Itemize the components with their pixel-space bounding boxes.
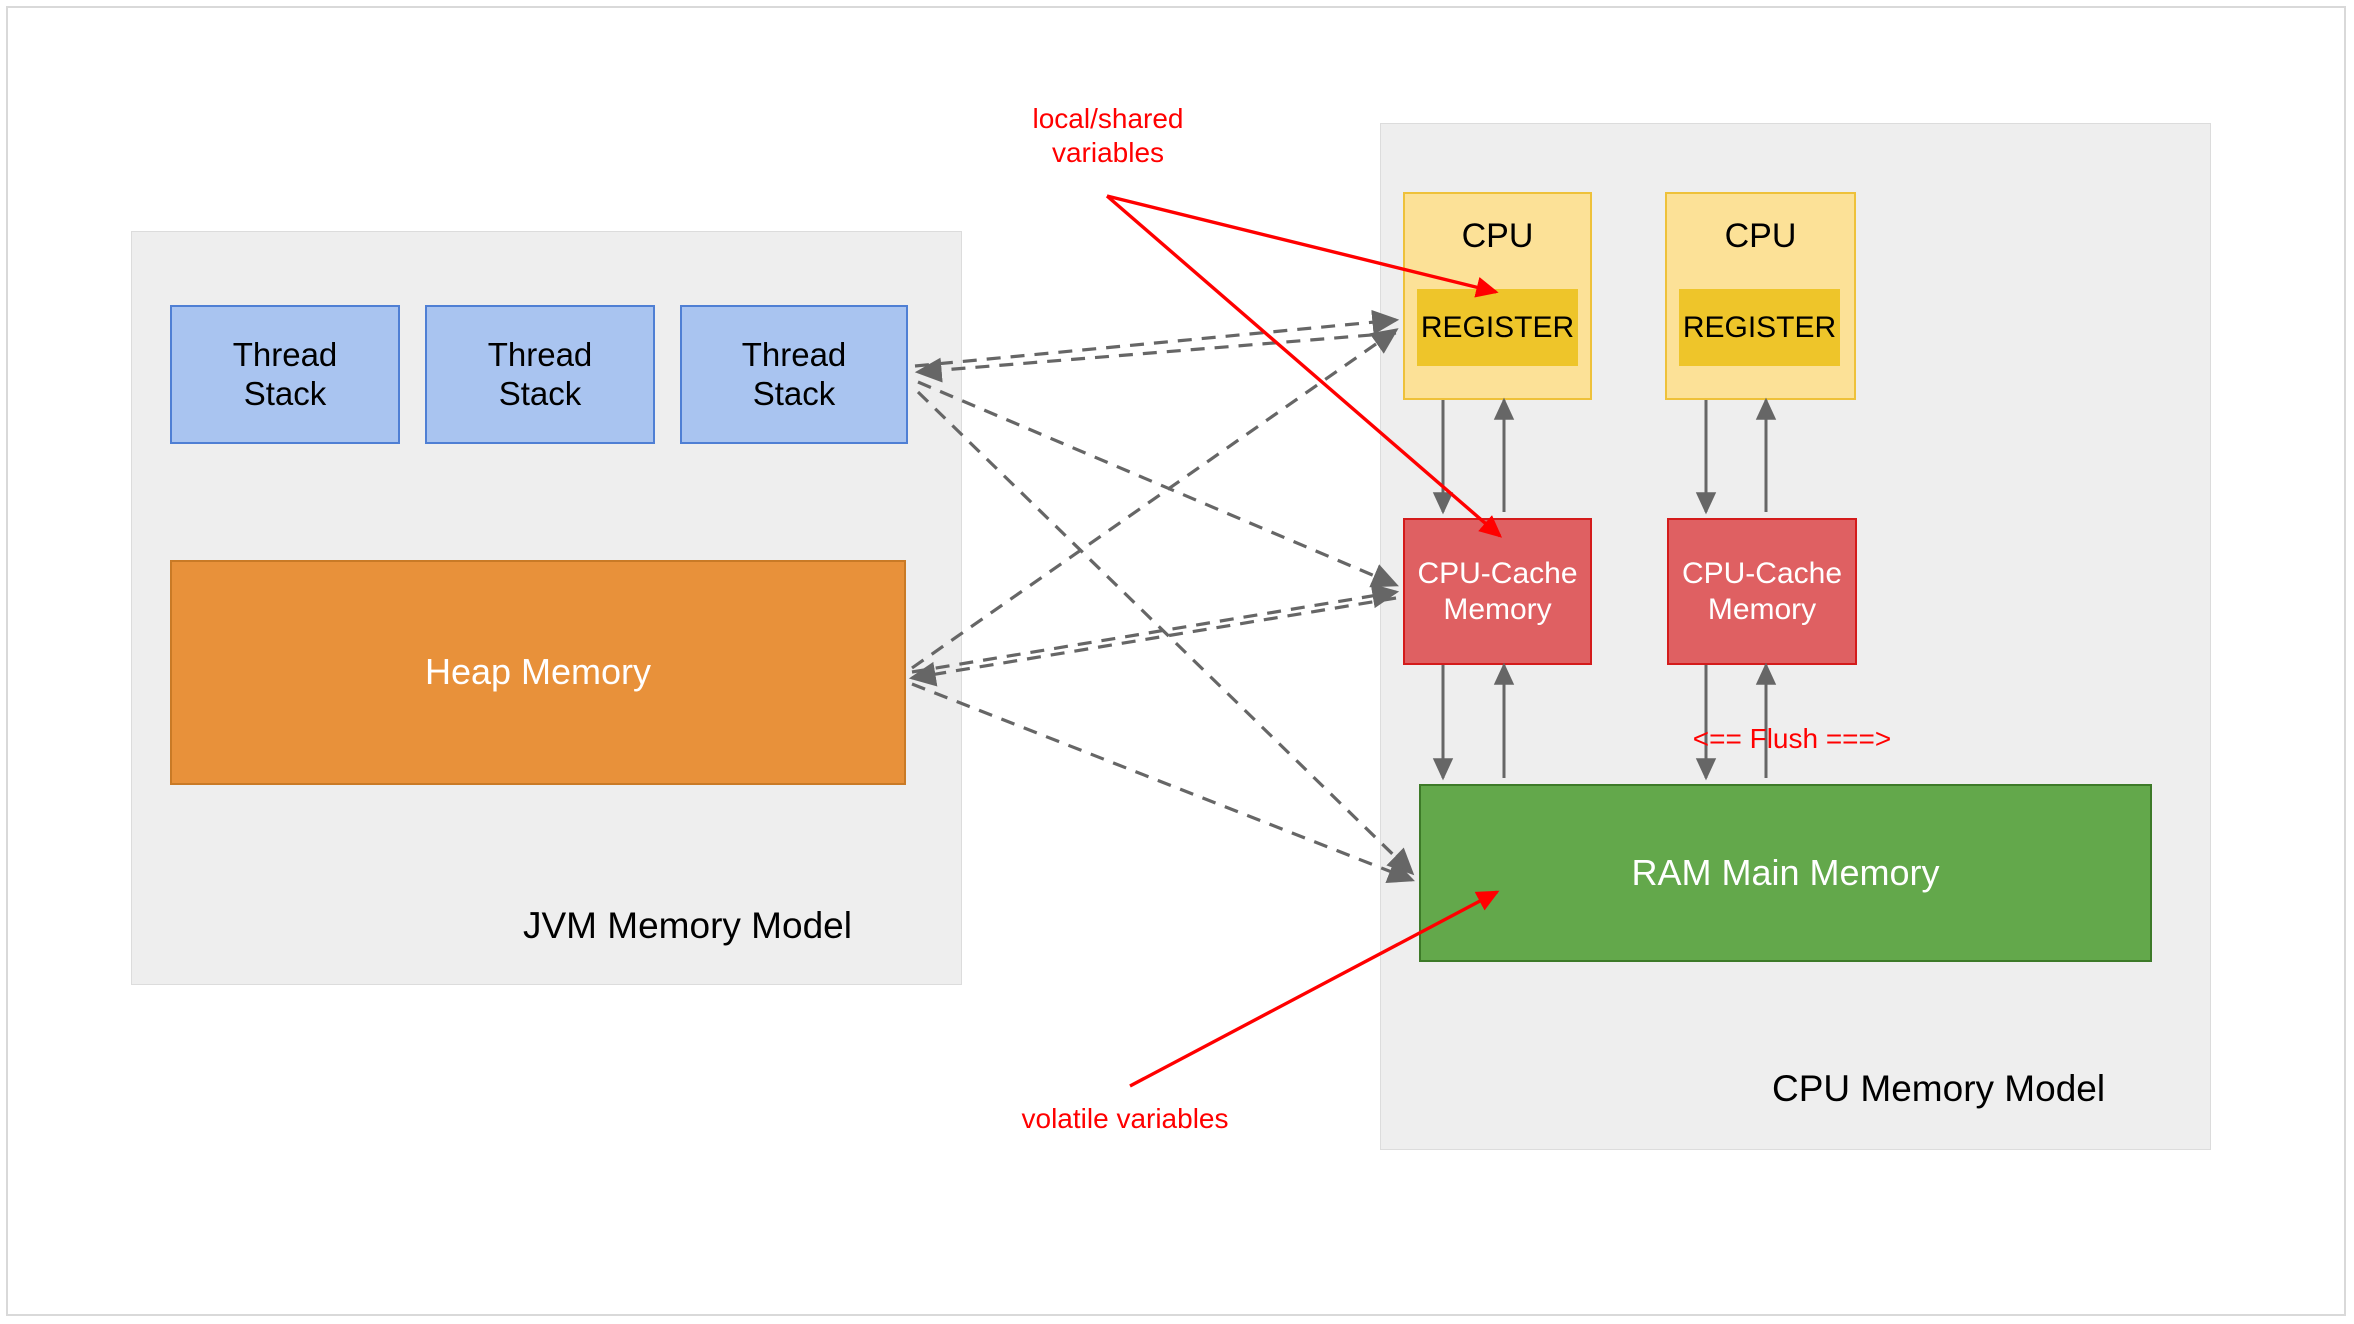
local-shared-variables-annotation: local/shared variables <box>1032 103 1184 168</box>
heap-memory-label: Heap Memory <box>424 651 652 693</box>
thread-stack-box-3[interactable]: Thread Stack <box>680 305 908 444</box>
cpu-cache-memory-box-2[interactable]: CPU-Cache Memory <box>1667 518 1857 665</box>
cpu-cache-label: CPU-Cache Memory <box>1417 557 1578 626</box>
flush-annotation: <== Flush ===> <box>1692 723 1892 754</box>
thread-stack-label: Thread Stack <box>232 335 338 412</box>
cpu-label: CPU <box>1724 217 1797 255</box>
thread-stack-box-2[interactable]: Thread Stack <box>425 305 655 444</box>
register-box-1[interactable]: REGISTER <box>1417 289 1578 366</box>
jvm-memory-model-label: JVM Memory Model <box>523 905 852 946</box>
register-label: REGISTER <box>1420 310 1575 344</box>
register-label: REGISTER <box>1682 310 1837 344</box>
cpu-cache-label: CPU-Cache Memory <box>1681 557 1843 626</box>
thread-stack-box-1[interactable]: Thread Stack <box>170 305 400 444</box>
volatile-variables-annotation: volatile variables <box>1021 1103 1229 1134</box>
ram-main-memory-box[interactable]: RAM Main Memory <box>1419 784 2152 962</box>
cpu-memory-model-label: CPU Memory Model <box>1772 1068 2106 1109</box>
register-box-2[interactable]: REGISTER <box>1679 289 1840 366</box>
cpu-label: CPU <box>1461 217 1534 255</box>
heap-memory-box[interactable]: Heap Memory <box>170 560 906 785</box>
thread-stack-label: Thread Stack <box>487 335 593 412</box>
cpu-cache-memory-box-1[interactable]: CPU-Cache Memory <box>1403 518 1592 665</box>
ram-main-memory-label: RAM Main Memory <box>1631 851 1940 893</box>
thread-stack-label: Thread Stack <box>741 335 847 412</box>
